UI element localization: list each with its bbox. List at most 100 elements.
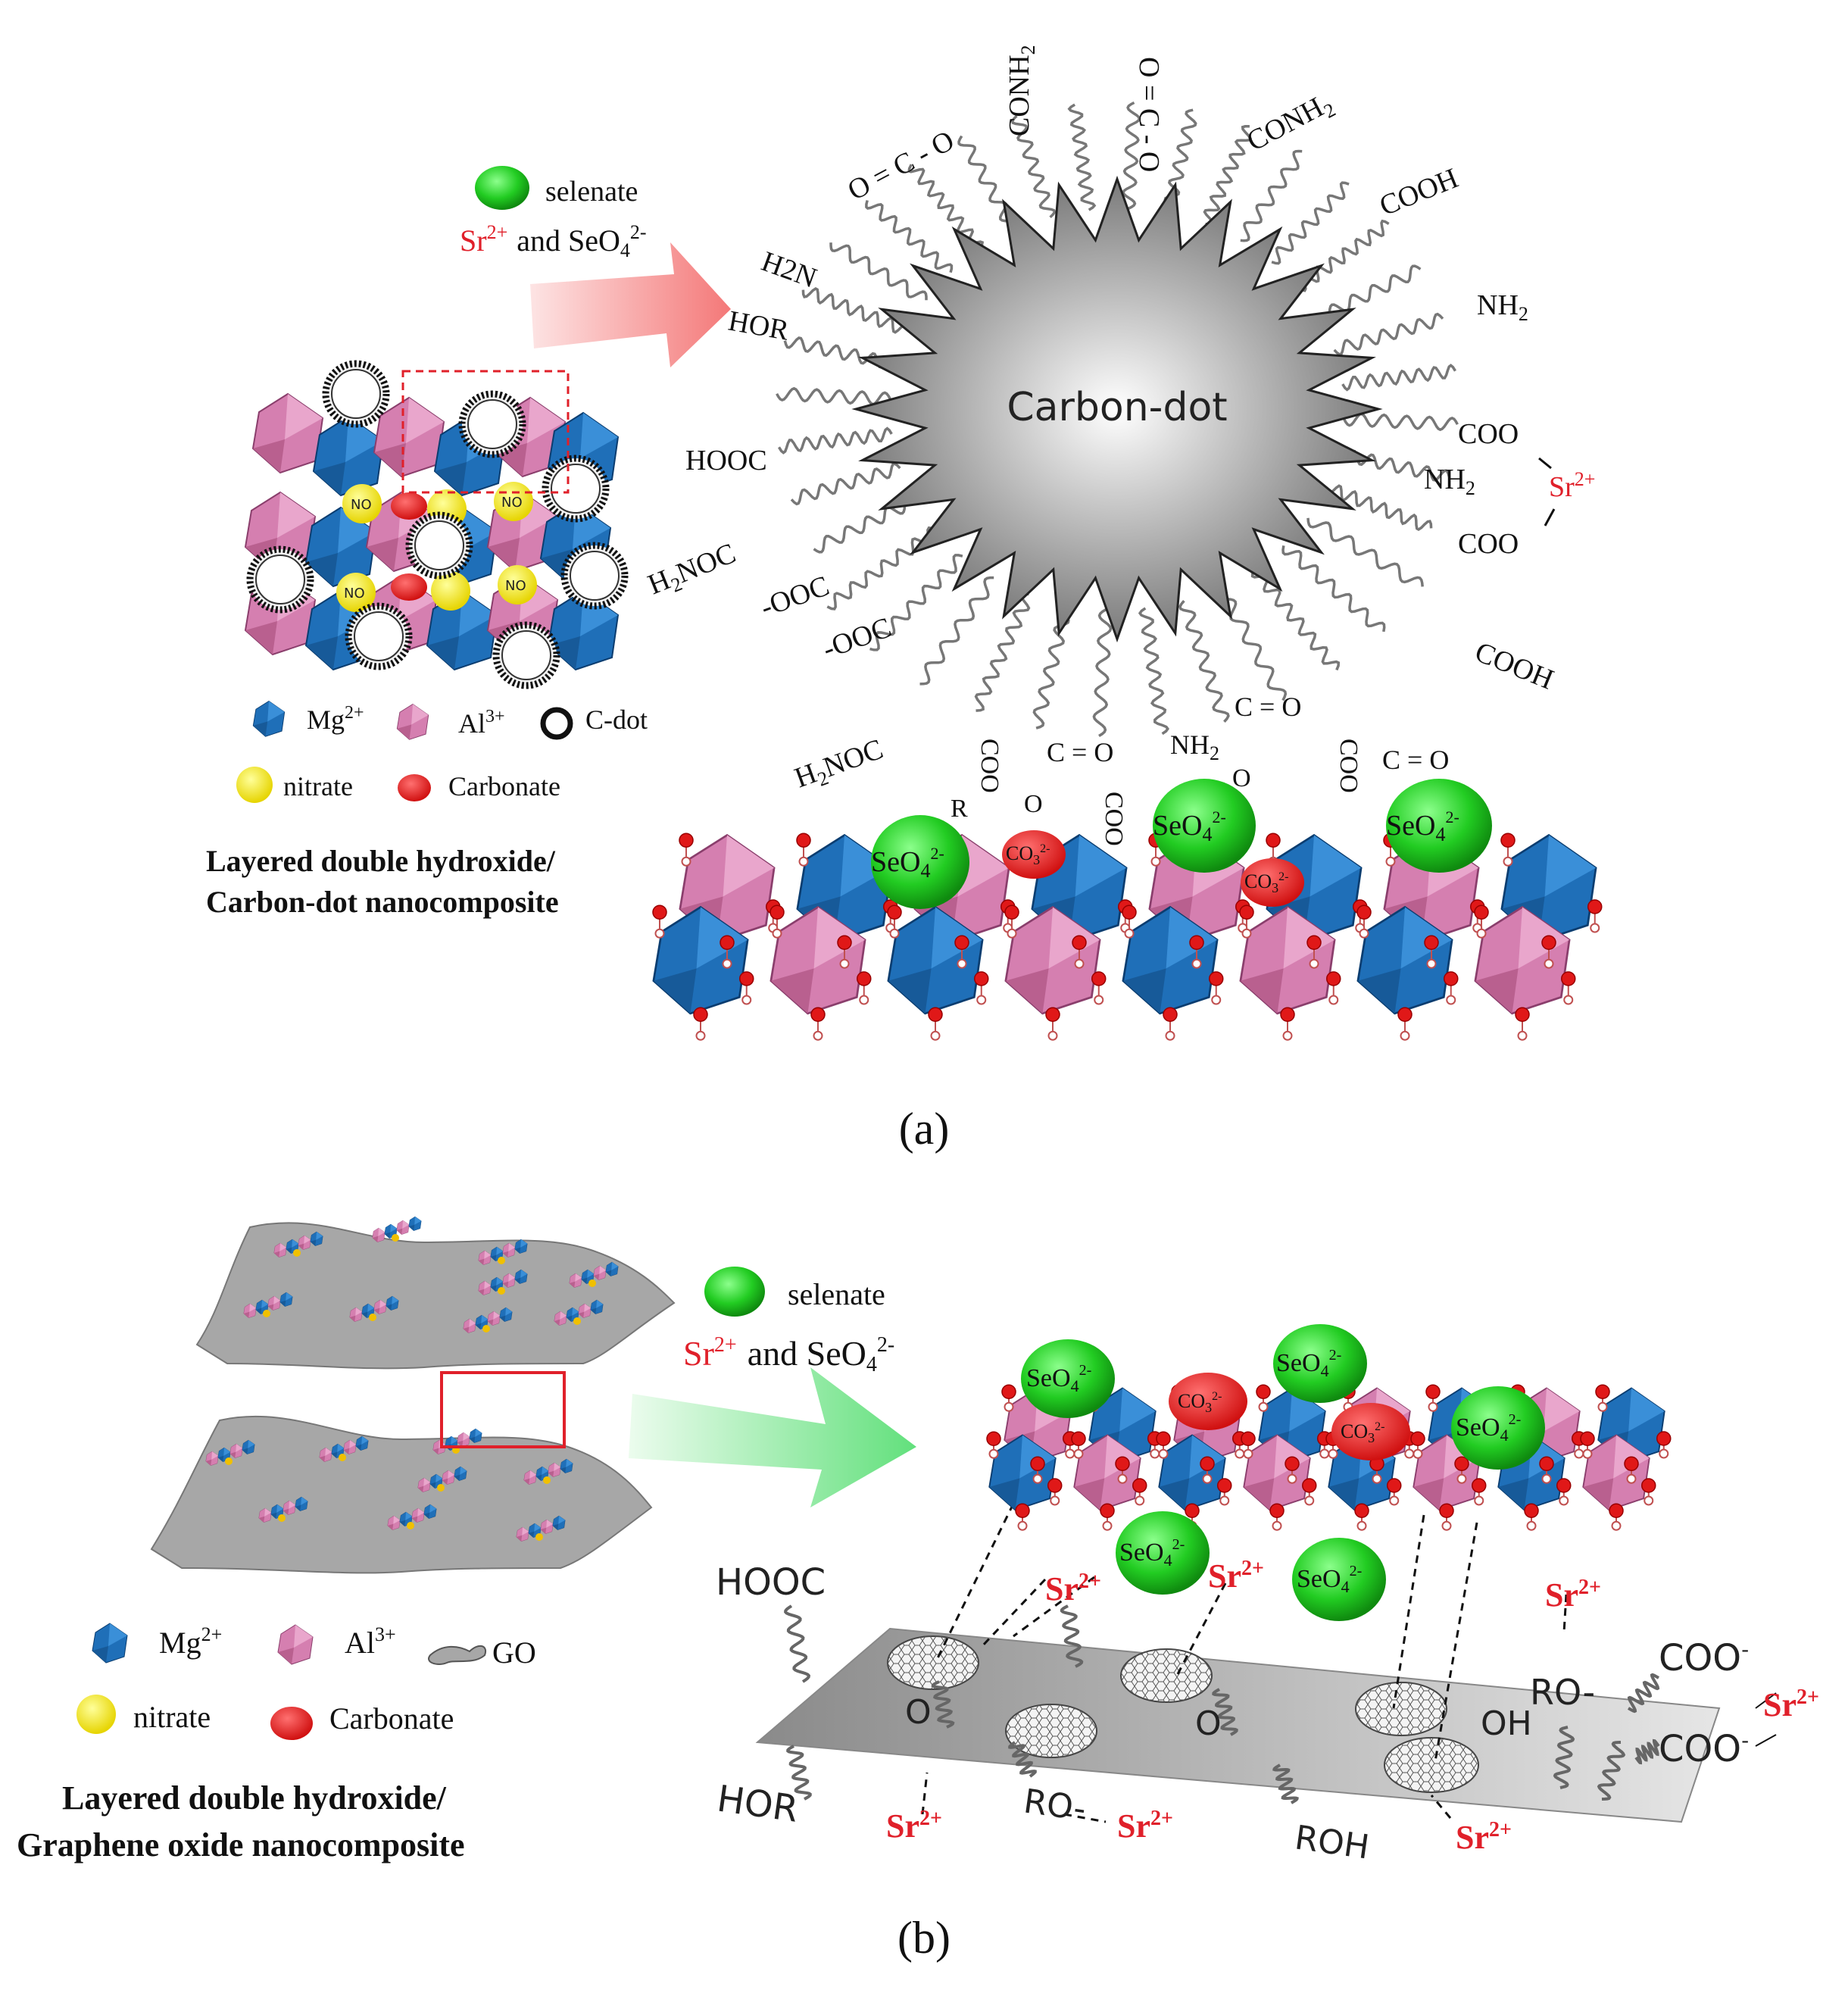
oxygen-atom — [1397, 1007, 1413, 1022]
co3-ion: CO32- — [1169, 1373, 1247, 1430]
functional-chain — [776, 386, 891, 406]
svg-text:Mg2+: Mg2+ — [159, 1623, 222, 1660]
functional-chain — [1122, 101, 1141, 210]
go-labels: HOOC HOR O O OH RO- RO- ROH COO- COO- Sr… — [714, 1557, 1819, 1867]
svg-text:NO: NO — [344, 586, 365, 601]
title-a-line1: Layered double hydroxide/ — [206, 844, 556, 878]
svg-text:CO32-: CO32- — [1341, 1420, 1384, 1445]
hydrogen-atom — [1074, 958, 1085, 969]
oxygen-atom — [1302, 1478, 1317, 1493]
hydrogen-atom — [1094, 995, 1104, 1005]
functional-chain — [1297, 219, 1390, 292]
functional-chain — [1553, 1726, 1575, 1789]
hydrogen-atom — [1309, 958, 1319, 969]
svg-text:COO: COO — [1458, 418, 1519, 450]
functional-chain — [1216, 587, 1288, 701]
svg-text:COO-: COO- — [1659, 1637, 1749, 1679]
hydrogen-atom — [1258, 1401, 1269, 1412]
functional-chain — [1281, 545, 1386, 633]
hydrogen-atom — [1597, 1401, 1608, 1412]
oxygen-atom — [1356, 904, 1372, 920]
oxygen-atom — [1163, 1007, 1178, 1022]
oxygen-atom — [1326, 971, 1341, 986]
oxygen-atom — [1306, 935, 1322, 950]
svg-text:SeO42-: SeO42- — [1153, 808, 1226, 845]
hydrogen-atom — [1456, 1473, 1467, 1484]
oxygen-atom — [1595, 1384, 1610, 1399]
sr-ion-label: Sr — [886, 1807, 919, 1845]
oxygen-atom — [857, 971, 872, 986]
hydrogen-atom — [1359, 928, 1369, 939]
svg-text:COO: COO — [976, 739, 1004, 793]
hydrogen-atom — [1474, 1495, 1484, 1506]
oxygen-atom — [1030, 1456, 1045, 1471]
hydrogen-atom — [976, 995, 987, 1005]
carbonate-label: Carbonate — [448, 771, 560, 801]
carbonate-ball — [391, 492, 427, 520]
functional-chain — [1178, 600, 1230, 723]
oxygen-atom — [1624, 1456, 1639, 1471]
hydrogen-atom — [1404, 1448, 1415, 1459]
oxygen-atom — [1115, 1456, 1130, 1471]
go-legend-icon — [428, 1645, 487, 1665]
cdot-particle — [564, 545, 625, 606]
selenate-ball-icon — [704, 1267, 765, 1317]
functional-chain — [907, 164, 985, 250]
nitrate-dot — [573, 1317, 581, 1325]
oxygen-atom — [769, 904, 785, 920]
svg-text:CONH2: CONH2 — [1004, 45, 1039, 136]
oxygen-atom — [1609, 1503, 1624, 1518]
nitrate-dot — [498, 1257, 505, 1264]
hydrogen-atom — [1544, 958, 1554, 969]
hydrogen-atom — [1191, 958, 1202, 969]
sr-label: Sr — [460, 223, 487, 258]
functional-chain — [826, 526, 937, 611]
and-seo4-label: and SeO — [517, 223, 620, 258]
hydrogen-atom — [1563, 995, 1574, 1005]
hydrogen-atom — [1574, 1448, 1584, 1459]
caption-a: (a) — [899, 1104, 950, 1154]
svg-text:Sr2+: Sr2+ — [1208, 1557, 1264, 1595]
seo4-ion: SeO42- — [1153, 779, 1256, 873]
nitrate-dot — [407, 1522, 414, 1529]
transfer-arrow-b — [629, 1367, 916, 1507]
hydrogen-atom — [1158, 1448, 1169, 1459]
oxygen-atom — [974, 971, 989, 986]
functional-chain — [957, 135, 1018, 232]
svg-text:NO: NO — [505, 578, 526, 594]
svg-text:H2NOC: H2NOC — [644, 537, 742, 604]
hydrogen-atom — [1211, 995, 1222, 1005]
oxygen-atom — [1444, 971, 1459, 986]
nitrate-ball: NO — [336, 573, 376, 612]
title-a-line2: Carbon-dot nanocomposite — [206, 885, 559, 919]
oxygen-atom — [1561, 971, 1576, 986]
hydrogen-atom — [741, 995, 752, 1005]
title-b-line2: Graphene oxide nanocomposite — [17, 1826, 465, 1863]
svg-text:R: R — [951, 795, 968, 823]
hydrogen-atom — [1385, 856, 1396, 867]
functional-chain — [1240, 149, 1303, 242]
hydrogen-atom — [1102, 1520, 1113, 1531]
oxygen-atom — [652, 904, 667, 920]
hydrogen-atom — [1428, 1401, 1438, 1412]
svg-text:H2NOC: H2NOC — [791, 733, 888, 798]
hydrogen-atom — [1017, 1520, 1028, 1531]
hydrogen-atom — [654, 928, 665, 939]
svg-text:H2N: H2N — [757, 245, 821, 295]
oxygen-atom — [739, 971, 754, 986]
hydrogen-atom — [722, 958, 732, 969]
oxygen-atom — [720, 935, 735, 950]
sr-ion-a: Sr — [1549, 471, 1575, 503]
panel-a: selenate Sr2+and SeO42- — [206, 45, 1603, 1154]
cdot-particle — [496, 625, 557, 686]
svg-text:O: O — [905, 1693, 932, 1732]
hydrogen-atom — [1611, 1520, 1622, 1531]
hydrogen-atom — [1441, 1520, 1452, 1531]
svg-text:HOOC: HOOC — [716, 1561, 826, 1604]
nitrate-ball — [431, 571, 470, 611]
functional-chain — [1272, 1764, 1299, 1804]
hydrogen-atom — [1073, 1448, 1084, 1459]
oxygen-atom — [1524, 1503, 1539, 1518]
carbonate-legend-icon — [270, 1707, 313, 1740]
svg-text:COO: COO — [1334, 739, 1363, 793]
